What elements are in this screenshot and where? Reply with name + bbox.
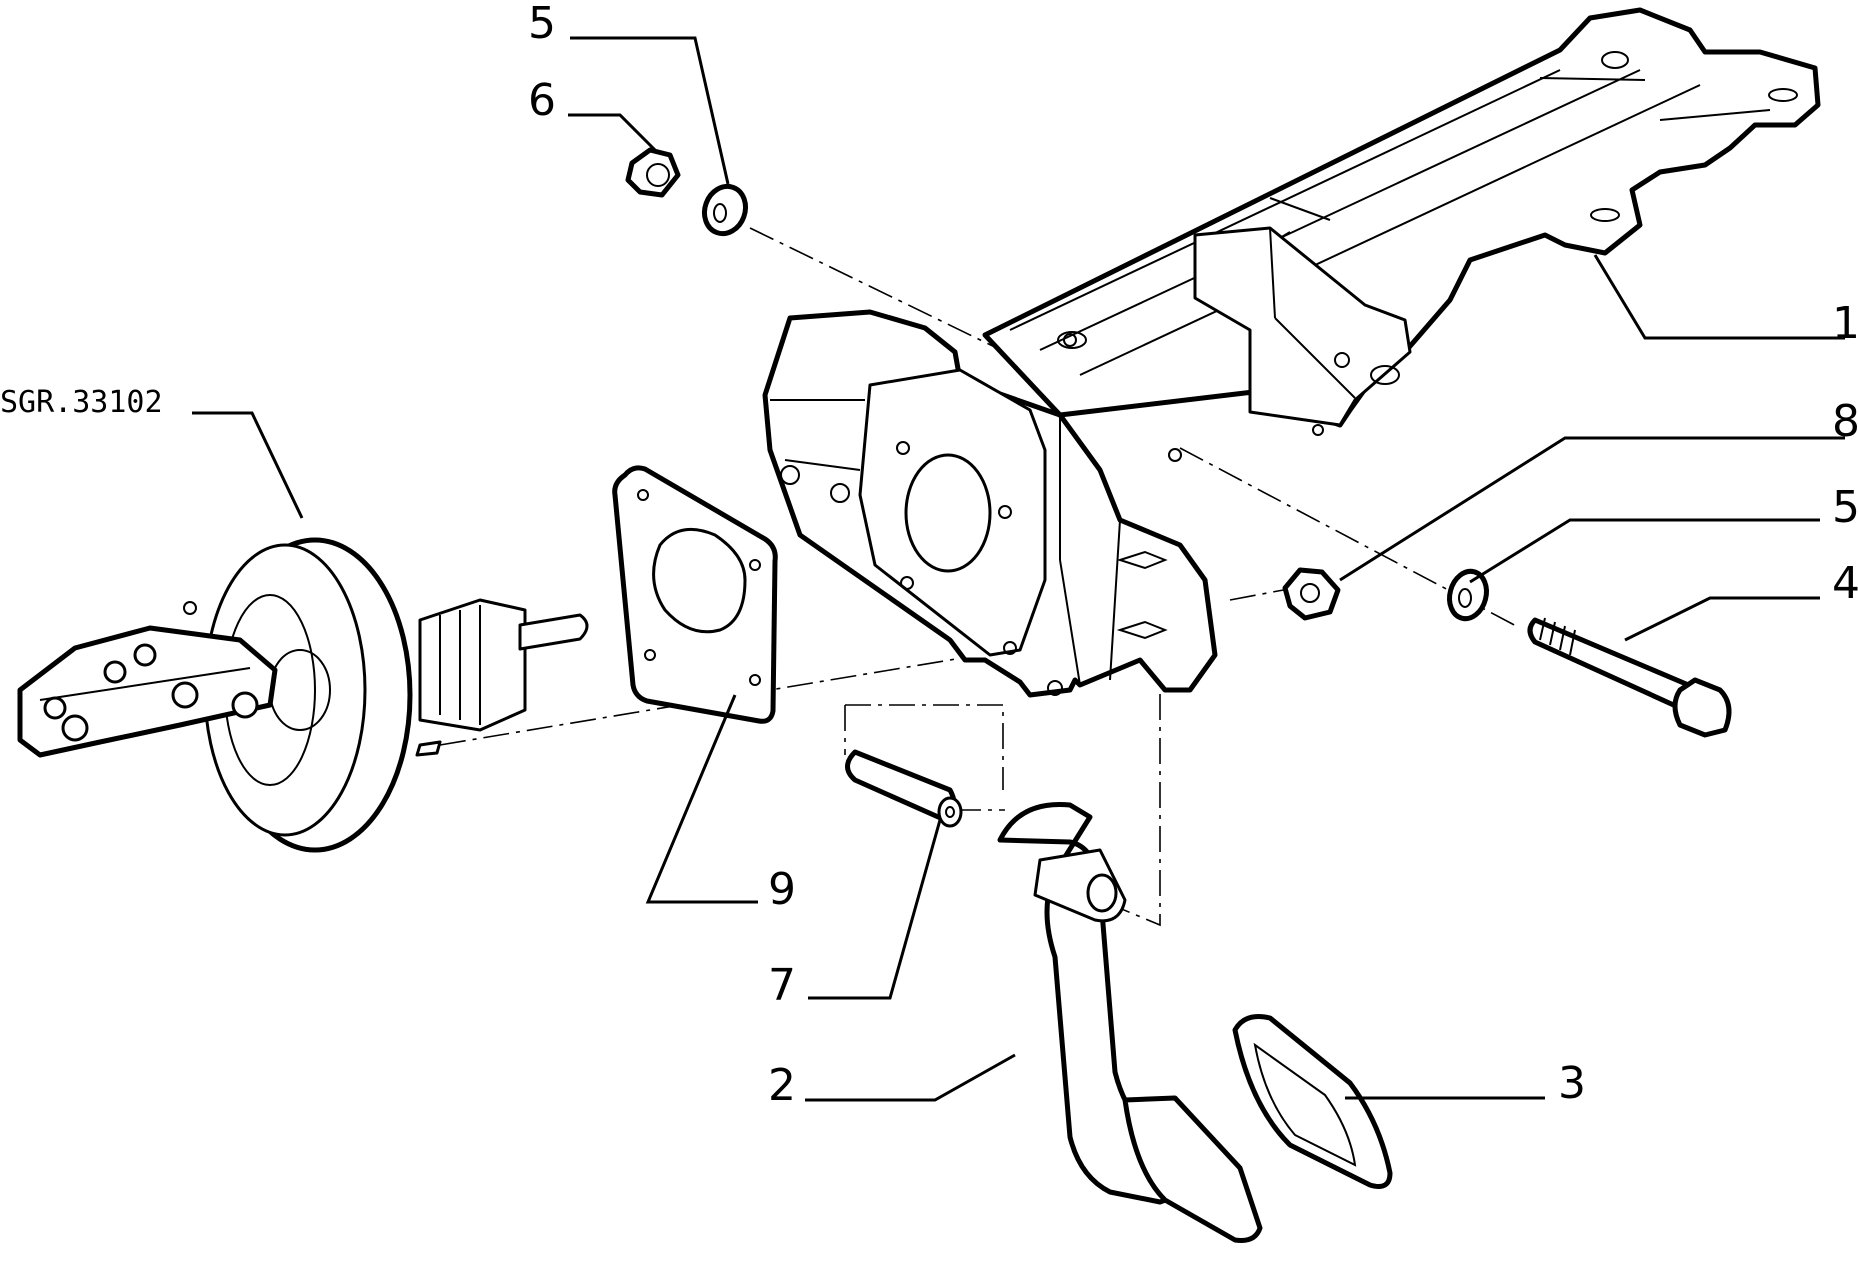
- callout-5-right: 5: [1832, 482, 1858, 533]
- hex-bolt: [1527, 617, 1732, 738]
- callout-3: 3: [1558, 1058, 1586, 1109]
- callout-9: 9: [768, 864, 796, 915]
- gasket-plate: [612, 465, 778, 724]
- callout-2: 2: [768, 1060, 796, 1111]
- washer-part-5-top: [701, 183, 749, 237]
- callout-4: 4: [1832, 558, 1858, 609]
- pedal-bushing: [845, 749, 963, 828]
- callout-6: 6: [528, 75, 556, 126]
- leader-lines: [192, 36, 1845, 1102]
- callout-5-top: 5: [528, 0, 556, 49]
- brake-booster-assembly: [17, 537, 589, 853]
- callout-8: 8: [1832, 396, 1858, 447]
- washer-part-5-right: [1447, 568, 1489, 622]
- nut-part-8: [1282, 567, 1341, 621]
- callout-labels: 1 2 3 4 5 5 6 7 8 9 SGR.33102: [0, 0, 1858, 1111]
- callout-7: 7: [768, 960, 796, 1011]
- brake-pedal: [997, 801, 1263, 1243]
- reference-label-sgr: SGR.33102: [0, 385, 163, 420]
- pedal-support-bracket: [762, 7, 1821, 698]
- callout-1: 1: [1832, 298, 1858, 349]
- nut-part-6: [625, 147, 681, 198]
- pedal-pad: [1232, 1014, 1393, 1189]
